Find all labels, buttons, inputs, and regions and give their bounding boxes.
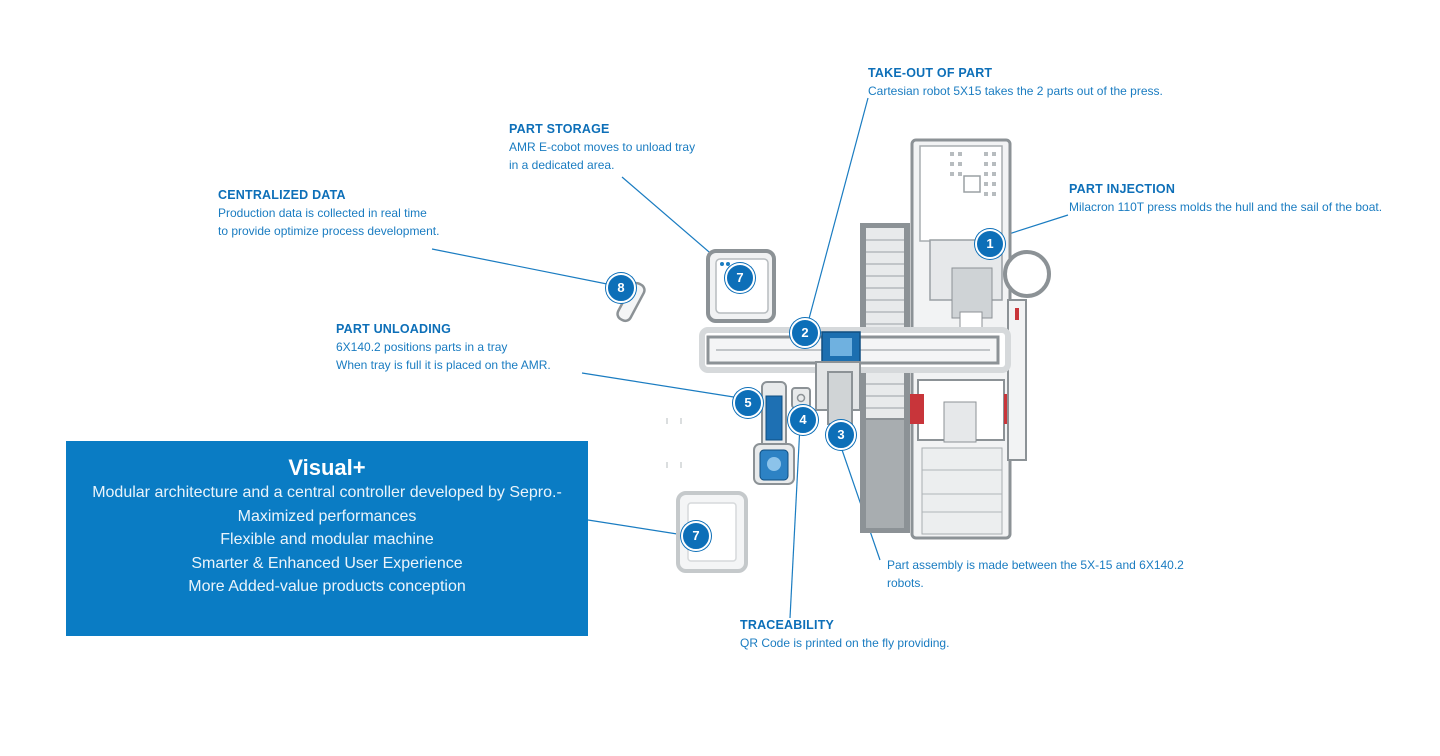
- panel-line: Smarter & Enhanced User Experience: [191, 554, 463, 572]
- callout-injection: PART INJECTION Milacron 110T press molds…: [1069, 180, 1382, 216]
- callout-text: to provide optimize process development.: [218, 224, 440, 238]
- conveyor-column: [860, 223, 910, 533]
- connector-traceability: [789, 424, 801, 619]
- badge-2: 2: [790, 318, 820, 348]
- callout-text: 6X140.2 positions parts in a tray: [336, 340, 508, 354]
- six-axis-robot: [753, 381, 795, 485]
- callout-text: Milacron 110T press molds the hull and t…: [1069, 200, 1383, 214]
- badge-7-top: 7: [725, 263, 755, 293]
- badge-7-bottom: 7: [681, 521, 711, 551]
- callout-text: Part assembly is made between the 5X-15 …: [887, 558, 1184, 572]
- callout-heading: PART INJECTION: [1069, 182, 1176, 196]
- callout-data: CENTRALIZED DATA Production data is coll…: [218, 186, 439, 240]
- connector-data: [431, 248, 613, 286]
- callout-traceability: TRACEABILITY QR Code is printed on the f…: [740, 616, 949, 652]
- callout-heading: CENTRALIZED DATA: [218, 188, 346, 202]
- badge-4: 4: [788, 405, 818, 435]
- callout-assembly: Part assembly is made between the 5X-15 …: [887, 556, 1184, 592]
- cartesian-beam: [699, 327, 1011, 425]
- callout-heading: TRACEABILITY: [740, 618, 835, 632]
- placeholder-marks: [666, 418, 682, 468]
- badge-1: 1: [975, 229, 1005, 259]
- visual-plus-panel: Visual+ Modular architecture and a centr…: [66, 441, 588, 636]
- connector-takeout: [805, 97, 869, 331]
- callout-text: When tray is full it is placed on the AM…: [336, 358, 551, 372]
- badge-8: 8: [606, 273, 636, 303]
- panel-line: Maximized performances: [237, 507, 417, 525]
- callout-text: in a dedicated area.: [509, 158, 615, 172]
- callout-text: AMR E-cobot moves to unload tray: [509, 140, 696, 154]
- callout-heading: PART STORAGE: [509, 122, 610, 136]
- callout-text: QR Code is printed on the fly providing.: [740, 636, 950, 650]
- callout-text: robots.: [887, 576, 924, 590]
- callout-heading: TAKE-OUT OF PART: [868, 66, 993, 80]
- connector-panel: [587, 519, 691, 537]
- badge-5: 5: [733, 388, 763, 418]
- callout-text: Production data is collected in real tim…: [218, 206, 427, 220]
- panel-line: Modular architecture and a central contr…: [92, 484, 562, 501]
- connector-unloading: [581, 372, 741, 399]
- callout-text: Cartesian robot 5X15 takes the 2 parts o…: [868, 84, 1163, 98]
- panel-line: More Added-value products conception: [188, 578, 466, 595]
- callout-storage: PART STORAGE AMR E-cobot moves to unload…: [509, 120, 695, 174]
- callout-takeout: TAKE-OUT OF PART Cartesian robot 5X15 ta…: [868, 64, 1163, 100]
- badge-3: 3: [826, 420, 856, 450]
- callout-unloading: PART UNLOADING 6X140.2 positions parts i…: [336, 320, 551, 374]
- panel-title: Visual+: [288, 455, 366, 480]
- panel-line: Flexible and modular machine: [220, 531, 434, 548]
- callout-heading: PART UNLOADING: [336, 322, 452, 336]
